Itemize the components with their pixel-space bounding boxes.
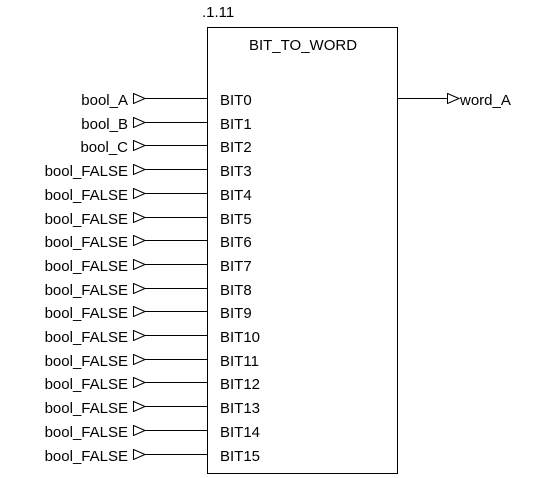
input-variable[interactable]: bool_FALSE (44, 353, 128, 370)
input-connector-icon (133, 401, 146, 412)
input-wire (145, 122, 207, 123)
input-pin-label: BIT1 (220, 116, 252, 133)
input-variable[interactable]: bool_B (81, 116, 128, 133)
input-connector-icon (133, 330, 146, 341)
input-connector-icon (133, 140, 146, 151)
input-wire (145, 288, 207, 289)
input-variable[interactable]: bool_FALSE (44, 187, 128, 204)
input-connector-icon (133, 93, 146, 104)
input-pin-label: BIT9 (220, 305, 252, 322)
output-connector-icon (447, 93, 460, 104)
input-variable[interactable]: bool_FALSE (44, 424, 128, 441)
input-pin-label: BIT10 (220, 329, 261, 346)
function-block[interactable] (207, 27, 398, 474)
input-variable[interactable]: bool_FALSE (44, 258, 128, 275)
input-pin-label: BIT15 (220, 448, 261, 465)
input-pin-label: BIT12 (220, 376, 261, 393)
input-connector-icon (133, 306, 146, 317)
input-variable[interactable]: bool_FALSE (44, 305, 128, 322)
input-connector-icon (133, 212, 146, 223)
input-pin-label: BIT8 (220, 282, 252, 299)
input-connector-icon (133, 164, 146, 175)
input-variable[interactable]: bool_FALSE (44, 448, 128, 465)
input-variable[interactable]: bool_FALSE (44, 400, 128, 417)
input-pin-label: BIT2 (220, 139, 252, 156)
input-pin-label: BIT6 (220, 234, 252, 251)
input-connector-icon (133, 377, 146, 388)
output-variable[interactable]: word_A (460, 92, 511, 109)
input-connector-icon (133, 283, 146, 294)
input-variable[interactable]: bool_FALSE (44, 211, 128, 228)
input-variable[interactable]: bool_C (80, 139, 128, 156)
input-pin-label: BIT4 (220, 187, 252, 204)
input-connector-icon (133, 425, 146, 436)
input-wire (145, 240, 207, 241)
input-wire (145, 335, 207, 336)
input-wire (145, 264, 207, 265)
input-connector-icon (133, 188, 146, 199)
input-variable[interactable]: bool_FALSE (44, 376, 128, 393)
input-pin-label: BIT13 (220, 400, 261, 417)
input-pin-label: BIT5 (220, 211, 252, 228)
input-wire (145, 193, 207, 194)
input-wire (145, 217, 207, 218)
output-wire (398, 98, 448, 99)
input-connector-icon (133, 259, 146, 270)
input-connector-icon (133, 235, 146, 246)
input-variable[interactable]: bool_FALSE (44, 329, 128, 346)
input-connector-icon (133, 117, 146, 128)
input-wire (145, 311, 207, 312)
input-pin-label: BIT14 (220, 424, 261, 441)
block-instance-id: .1.11 (202, 4, 235, 21)
input-variable[interactable]: bool_A (81, 92, 128, 109)
input-wire (145, 382, 207, 383)
input-wire (145, 430, 207, 431)
input-wire (145, 145, 207, 146)
input-wire (145, 454, 207, 455)
block-type-title: BIT_TO_WORD (248, 37, 358, 54)
input-wire (145, 406, 207, 407)
input-variable[interactable]: bool_FALSE (44, 234, 128, 251)
input-wire (145, 169, 207, 170)
input-variable[interactable]: bool_FALSE (44, 282, 128, 299)
input-wire (145, 359, 207, 360)
input-pin-label: BIT11 (220, 353, 259, 370)
input-connector-icon (133, 354, 146, 365)
input-pin-label: BIT3 (220, 163, 252, 180)
input-connector-icon (133, 449, 146, 460)
input-pin-label: BIT7 (220, 258, 252, 275)
input-pin-label: BIT0 (220, 92, 252, 109)
input-wire (145, 98, 207, 99)
input-variable[interactable]: bool_FALSE (44, 163, 128, 180)
